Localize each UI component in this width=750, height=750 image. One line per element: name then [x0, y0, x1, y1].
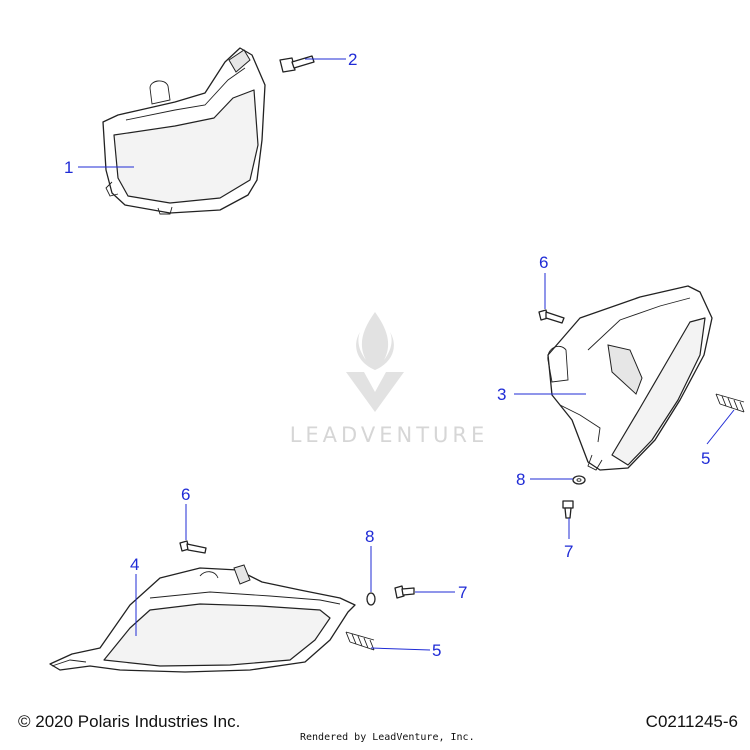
part-6-bolt-left	[179, 540, 207, 554]
callout-5-right: 5	[701, 449, 710, 468]
callout-3: 3	[497, 385, 506, 404]
callout-1: 1	[64, 158, 73, 177]
part-3-headlight	[547, 285, 713, 471]
leader-5a	[706, 409, 735, 445]
rendered-by-text: Rendered by LeadVenture, Inc.	[300, 732, 475, 743]
part-4-headlight	[49, 564, 356, 673]
part-7-screw-left	[394, 585, 415, 599]
callout-7-left: 7	[458, 583, 467, 602]
chevron-v-icon	[346, 372, 404, 412]
callout-labels: 1 2 3 4 5 5 6 6 7 7 8 8	[64, 50, 710, 660]
washer-hole	[576, 478, 582, 482]
callout-7-right: 7	[564, 542, 573, 561]
part-5-spring-left	[345, 631, 375, 651]
callout-6-right: 6	[539, 253, 548, 272]
part-5-spring-right	[715, 393, 745, 413]
part-6-bolt-right	[538, 309, 565, 324]
diagram-code: C0211245-6	[645, 712, 738, 731]
leader-5b	[370, 647, 431, 651]
leader-lines	[78, 58, 735, 651]
part-8-washer-right	[572, 475, 586, 485]
part-1-headlight	[102, 47, 266, 215]
part-8-washer-left	[366, 592, 376, 606]
copyright-text: © 2020 Polaris Industries Inc.	[18, 712, 241, 731]
callout-2: 2	[348, 50, 357, 69]
part-7-screw-right	[562, 500, 574, 519]
callout-6-left: 6	[181, 485, 190, 504]
watermark-text: LEADVENTURE	[290, 423, 489, 447]
callout-8-right: 8	[516, 470, 525, 489]
part-2-screw	[279, 55, 315, 73]
callout-8-left: 8	[365, 527, 374, 546]
callout-5-left: 5	[432, 641, 441, 660]
flame-icon	[356, 312, 394, 370]
watermark-logo: LEADVENTURE	[290, 312, 489, 447]
callout-4: 4	[130, 555, 139, 574]
